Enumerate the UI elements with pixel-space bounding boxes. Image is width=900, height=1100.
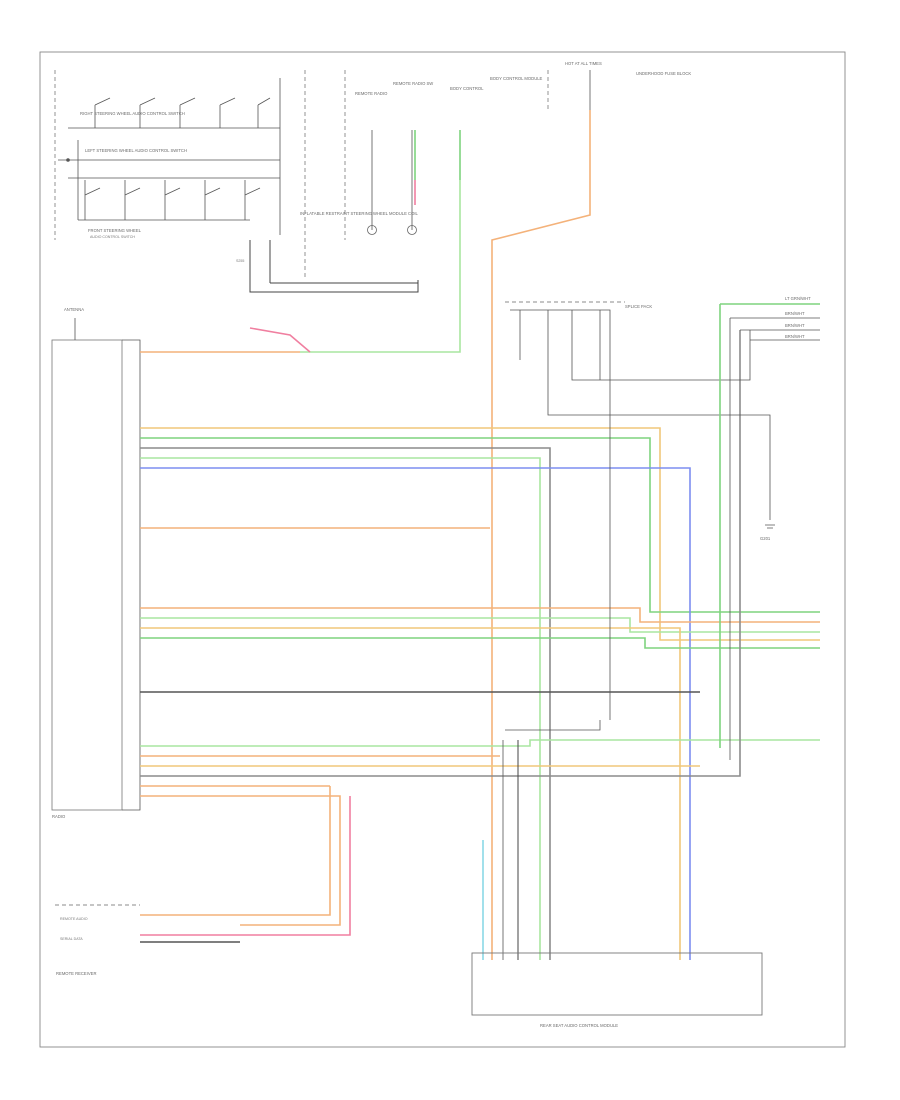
radio-block: ANTENNA RADIO (51, 307, 141, 819)
wire-remote-lgreen (140, 739, 820, 747)
left-sw-bottom-text: FRONT STEERING WHEEL (88, 228, 142, 233)
wire-lr-orange (140, 607, 820, 623)
ground-symbol-a (367, 225, 377, 235)
fuse-block: HOT AT ALL TIMES UNDERHOOD FUSE BLOCK (547, 61, 691, 150)
inflatable-text: INFLATABLE RESTRAINT STEERING WHEEL MODU… (300, 211, 418, 216)
left-sw-bottom-text2: AUDIO CONTROL SWITCH (90, 235, 135, 239)
remote-receiver-module: REMOTE RECEIVER REMOTE AUDIO SERIAL DATA (55, 904, 140, 976)
relay-a-text: REMOTE RADIO (355, 91, 388, 96)
wire-rr-green (140, 637, 820, 649)
fuse-text: HOT AT ALL TIMES (565, 61, 602, 66)
wire-lf-green (140, 437, 820, 613)
left-sw-text: LEFT STEERING WHEEL AUDIO CONTROL SWITCH (85, 148, 187, 153)
wire-rr-tan (140, 627, 681, 960)
switch-node (66, 158, 70, 162)
fuse-desc: UNDERHOOD FUSE BLOCK (636, 71, 691, 76)
wire-lr-green (140, 617, 820, 633)
serial-data-text: SERIAL DATA (60, 937, 83, 941)
wire-right-2 (729, 317, 820, 760)
bottom-ctrl-text: REAR SEAT AUDIO CONTROL MODULE (540, 1023, 618, 1028)
antenna-text: ANTENNA (64, 307, 84, 312)
coil-text: S255 (236, 259, 244, 263)
wire-orange-down (140, 786, 331, 916)
coil-connector: S255 INFLATABLE RESTRAINT STEERING WHEEL… (236, 70, 419, 293)
radio-text: RADIO (52, 814, 66, 819)
remote-audio-text: REMOTE AUDIO (60, 917, 88, 921)
remote-receiver-text: REMOTE RECEIVER (56, 971, 97, 976)
orange-feed-wire (491, 150, 591, 960)
wire-rf-lgreen (140, 457, 541, 960)
wire-serial-data-green (300, 180, 461, 353)
wire-pink-down (140, 796, 351, 936)
wire-remote-gray (140, 330, 741, 777)
wire-remote-orange4 (140, 795, 341, 926)
right-label-4: BRN/WHT (785, 334, 805, 339)
amp-block: SPLICE PACK G201 (505, 301, 775, 720)
radio-relays: REMOTE RADIO REMOTE RADIO SW BODY CONTRO… (355, 76, 543, 235)
ground-symbol-b (407, 225, 417, 235)
ground-text: G201 (760, 536, 771, 541)
right-label-1: LT GRN/WHT (785, 296, 811, 301)
right-label-2: BRN/WHT (785, 311, 805, 316)
wire-blue (140, 467, 691, 960)
center-splice (505, 720, 601, 731)
wire-pink-diag (249, 327, 311, 353)
rear-audio-control-module: REAR SEAT AUDIO CONTROL MODULE (471, 952, 763, 1028)
wire-rf-gray (140, 447, 551, 960)
right-sw-text: RIGHT STEERING WHEEL AUDIO CONTROL SWITC… (80, 111, 185, 116)
relay-c-text: BODY CONTROL (450, 86, 484, 91)
relay-d-text: BODY CONTROL MODULE (490, 76, 543, 81)
right-steering-wheel-switch: RIGHT STEERING WHEEL AUDIO CONTROL SWITC… (54, 70, 281, 240)
relay-b-text: REMOTE RADIO SW (393, 81, 433, 86)
right-label-3: BRN/WHT (785, 323, 805, 328)
splice-text: SPLICE PACK (625, 304, 652, 309)
diagram-border (39, 51, 846, 1048)
